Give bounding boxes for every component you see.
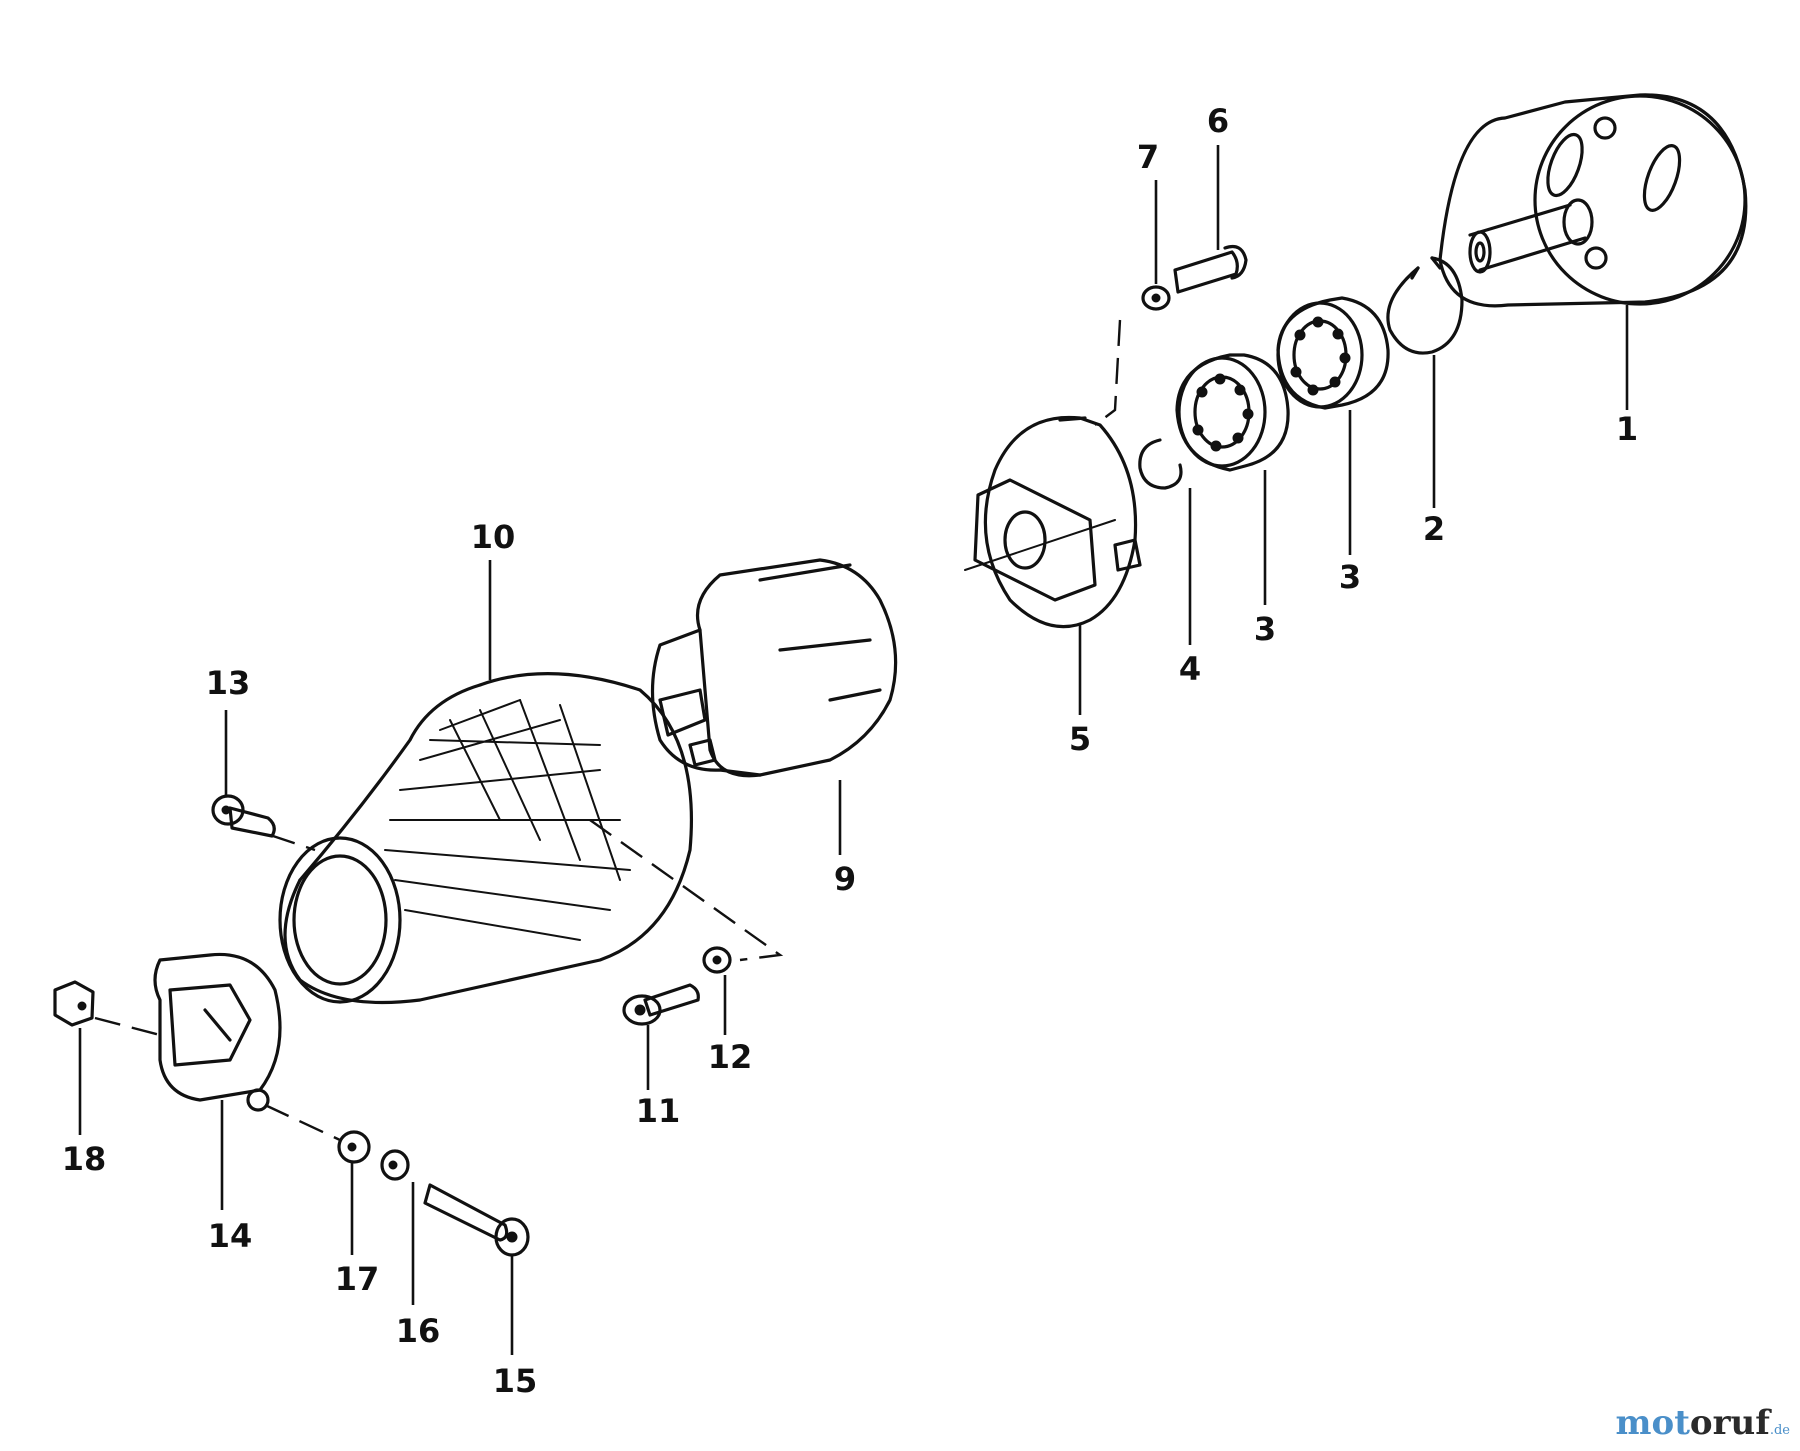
screw-13-part — [211, 794, 276, 838]
callout-9: 9 — [834, 860, 856, 898]
watermark-part-4: .de — [1769, 1423, 1790, 1438]
callout-12: 12 — [708, 1038, 753, 1076]
clutch-drum-part — [1438, 93, 1748, 308]
callout-13: 13 — [206, 664, 251, 702]
callout-5: 5 — [1069, 720, 1091, 758]
nut-18-part — [53, 980, 95, 1027]
clip-4-part — [1138, 438, 1183, 490]
mounting-flange-part — [964, 415, 1142, 629]
assembly-axes — [94, 319, 1122, 1142]
bolt-6-part — [1173, 244, 1248, 294]
watermark-part-2: oruf — [1689, 1403, 1770, 1443]
bearing-3-front-part — [1175, 353, 1290, 472]
bracket-14-part — [153, 952, 282, 1112]
watermark-part-1: mot — [1615, 1403, 1690, 1443]
callout-10: 10 — [471, 518, 516, 556]
callout-14: 14 — [208, 1217, 253, 1255]
callout-17: 17 — [335, 1260, 380, 1298]
callout-labels: 1 2 3 3 4 5 6 7 9 10 11 12 13 14 15 16 1… — [62, 102, 1638, 1400]
washer-16-part — [380, 1149, 410, 1181]
callout-6: 6 — [1207, 102, 1229, 140]
washer-7-part — [1141, 285, 1171, 311]
washer-12-part — [702, 946, 732, 974]
callout-2: 2 — [1423, 510, 1445, 548]
callout-16: 16 — [396, 1312, 441, 1350]
callout-15: 15 — [493, 1362, 538, 1400]
callout-1: 1 — [1616, 410, 1638, 448]
callout-11: 11 — [636, 1092, 681, 1130]
circlip-2-part — [1386, 256, 1464, 355]
screw-11-part — [622, 983, 700, 1026]
bearing-3-rear-part — [1276, 296, 1390, 410]
watermark-logo: motoruf.de — [1616, 1403, 1790, 1443]
leader-lines — [78, 145, 1629, 1355]
callout-7: 7 — [1137, 138, 1159, 176]
callout-18: 18 — [62, 1140, 107, 1178]
washer-17-part — [337, 1130, 371, 1164]
callout-4: 4 — [1179, 650, 1201, 688]
bolt-15-part — [423, 1183, 530, 1257]
callout-3-front: 3 — [1254, 610, 1276, 648]
callout-3-rear: 3 — [1339, 558, 1361, 596]
gear-head-cone-part — [278, 672, 694, 1005]
clutch-housing-part — [650, 558, 898, 778]
